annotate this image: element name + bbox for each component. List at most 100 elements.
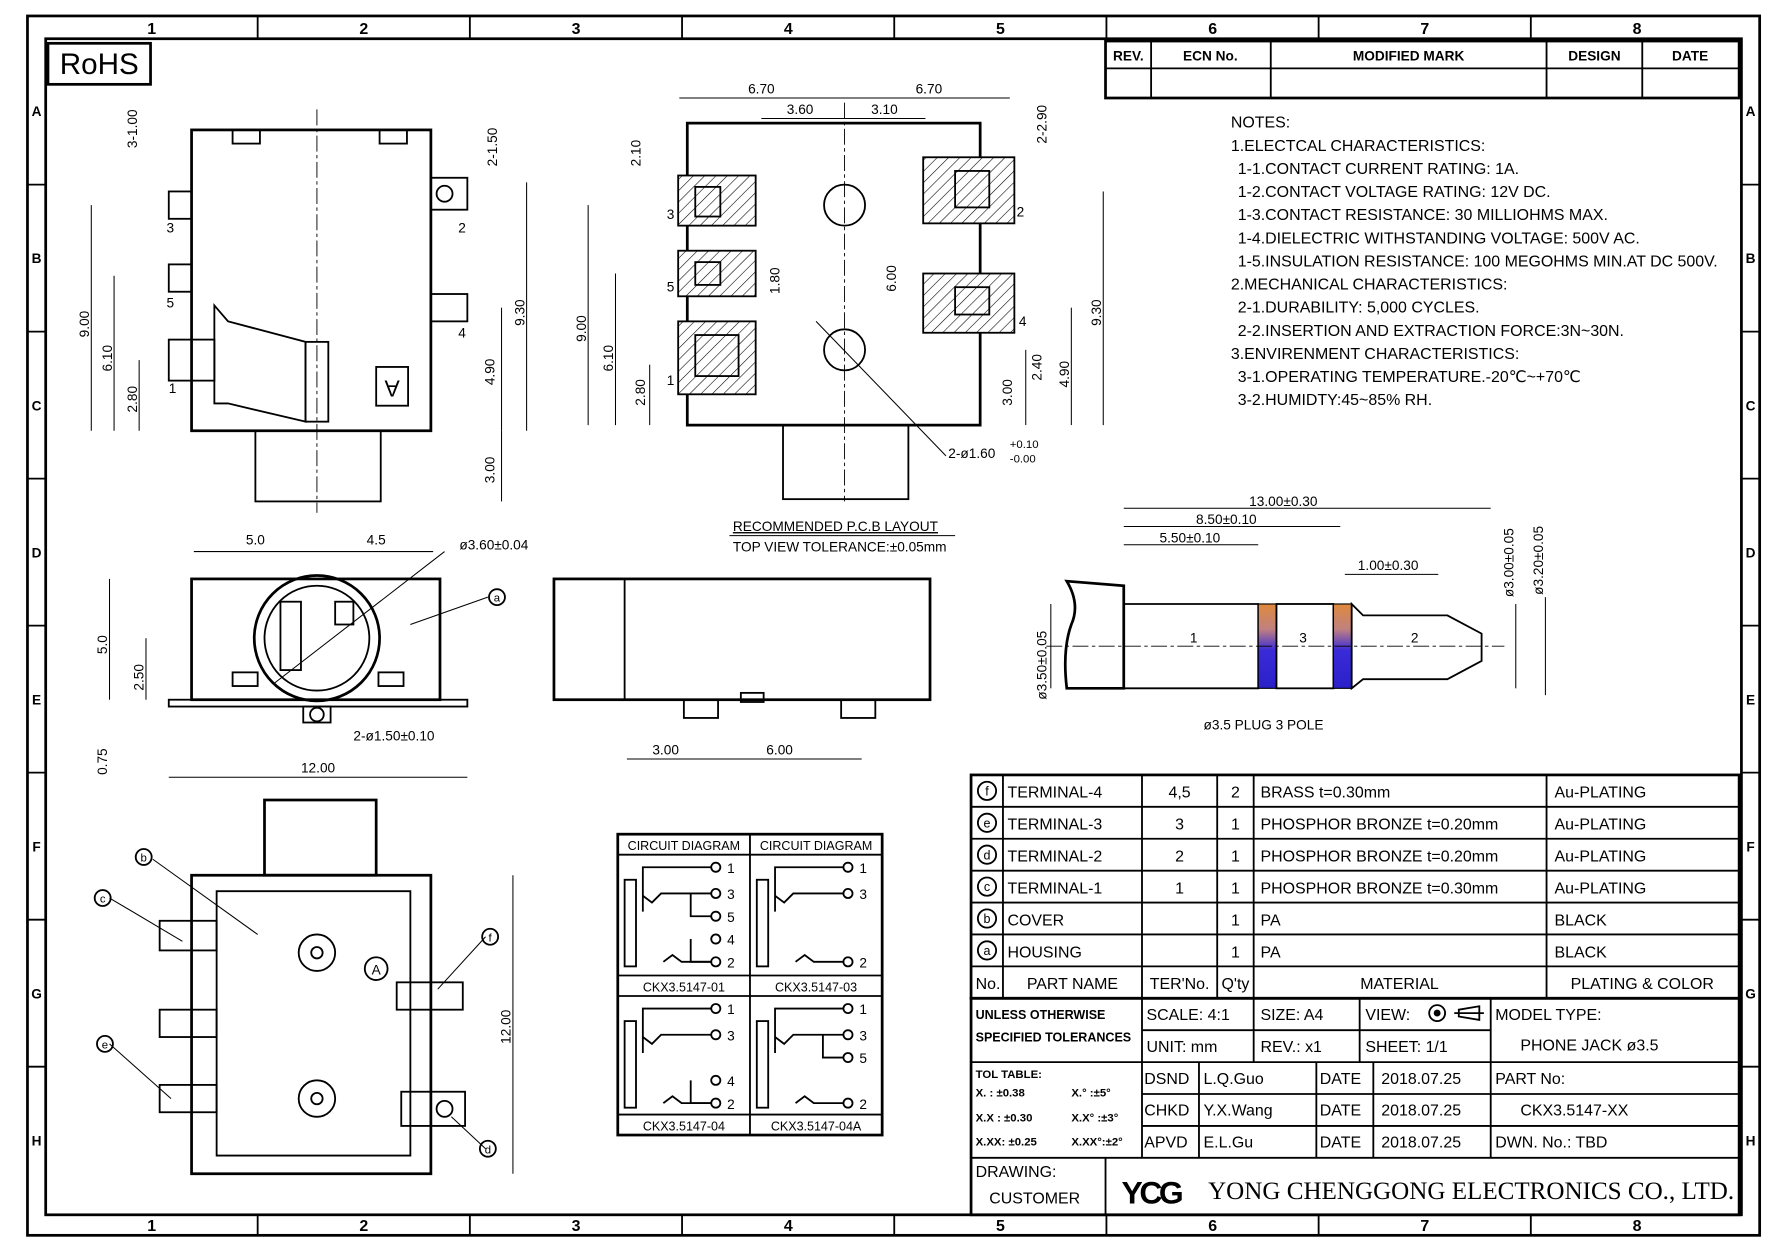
grid-column-label: 8 — [1633, 1218, 1642, 1235]
note-line: 2.MECHANICAL CHARACTERISTICS: — [1231, 277, 1508, 294]
svg-text:ø3.20±0.05: ø3.20±0.05 — [1531, 525, 1546, 594]
circuit-diagram: 132 — [755, 861, 867, 971]
svg-text:E.L.Gu: E.L.Gu — [1204, 1135, 1254, 1152]
drawing-number: DWN. No.: TBD — [1495, 1135, 1607, 1152]
part-callout-letter: b — [141, 853, 147, 865]
part-callout-circle — [976, 876, 998, 897]
note-line: 2-1.DURABILITY: 5,000 CYCLES. — [1238, 300, 1480, 317]
grid-column-label: 6 — [1208, 21, 1217, 38]
rev-header: REV. — [1113, 48, 1144, 63]
part-callout-circle — [976, 812, 998, 833]
svg-text:X. : ±0.38: X. : ±0.38 — [976, 1087, 1025, 1099]
third-angle-projection-icon — [1428, 1004, 1484, 1022]
rohs-logo: RoHS — [46, 41, 152, 86]
svg-text:DRAWING:: DRAWING: — [976, 1164, 1057, 1181]
svg-text:BLACK: BLACK — [1555, 944, 1608, 961]
note-line: 2-2.INSERTION AND EXTRACTION FORCE:3N~30… — [1238, 323, 1624, 340]
svg-text:3-1.00: 3-1.00 — [125, 109, 140, 148]
svg-text:4: 4 — [727, 1074, 735, 1089]
svg-text:0.75: 0.75 — [95, 748, 110, 775]
svg-text:2-2.90: 2-2.90 — [1034, 104, 1049, 143]
svg-text:ø3.00±0.05: ø3.00±0.05 — [1502, 528, 1517, 597]
company-name: YONG CHENGGONG ELECTRONICS CO., LTD. — [1208, 1178, 1734, 1205]
tolerance-label: UNLESS OTHERWISE — [976, 1008, 1106, 1022]
svg-text:5.0: 5.0 — [246, 533, 265, 548]
svg-text:CIRCUIT DIAGRAM: CIRCUIT DIAGRAM — [760, 839, 872, 853]
note-line: 1.ELECTCAL CHARACTERISTICS: — [1231, 138, 1485, 155]
svg-text:Au-PLATING: Au-PLATING — [1555, 880, 1647, 897]
svg-text:2.10: 2.10 — [629, 139, 644, 166]
model-type: PHONE JACK ø3.5 — [1520, 1038, 1658, 1055]
part-callout-circle — [976, 844, 998, 865]
svg-text:PA: PA — [1261, 912, 1281, 929]
grid-row-label: D — [1746, 545, 1756, 560]
title-block: UNLESS OTHERWISE SPECIFIED TOLERANCES SC… — [969, 996, 1741, 1217]
svg-text:PA: PA — [1261, 944, 1281, 961]
svg-text:-0.00: -0.00 — [1010, 454, 1036, 466]
bom-header: PART NAME — [1027, 976, 1118, 993]
modified-mark-header: MODIFIED MARK — [1353, 48, 1465, 63]
svg-text:9.30: 9.30 — [1089, 299, 1104, 326]
svg-text:X.° :±5°: X.° :±5° — [1071, 1087, 1111, 1099]
svg-text:6.10: 6.10 — [601, 345, 616, 372]
svg-text:c: c — [984, 880, 990, 894]
svg-text:Au-PLATING: Au-PLATING — [1555, 785, 1647, 802]
part-callout-circle — [976, 940, 998, 961]
svg-text:6.70: 6.70 — [916, 81, 943, 96]
svg-text:ø3.50±0.05: ø3.50±0.05 — [1034, 630, 1049, 699]
grid-row-label: H — [32, 1133, 42, 1148]
svg-text:4: 4 — [1019, 314, 1027, 329]
svg-text:1: 1 — [1190, 631, 1198, 646]
note-line: NOTES: — [1231, 115, 1290, 132]
svg-text:9.00: 9.00 — [77, 310, 92, 337]
svg-text:CKX3.5147-01: CKX3.5147-01 — [643, 980, 725, 994]
svg-text:MODEL TYPE:: MODEL TYPE: — [1495, 1007, 1601, 1024]
svg-text:1: 1 — [1231, 880, 1240, 897]
grid-row-label: D — [32, 545, 42, 560]
circuit-diagram-table: CIRCUIT DIAGRAM CIRCUIT DIAGRAM CKX3.514… — [616, 832, 884, 1137]
svg-text:2.80: 2.80 — [633, 379, 648, 406]
svg-text:6.70: 6.70 — [748, 81, 775, 96]
svg-text:2.40: 2.40 — [1030, 354, 1045, 381]
grid-column-label: 7 — [1420, 1218, 1429, 1235]
unit: UNIT: mm — [1147, 1039, 1218, 1056]
svg-text:1: 1 — [727, 1002, 735, 1017]
part-callout-circle — [134, 848, 153, 866]
svg-text:2-ø1.50±0.10: 2-ø1.50±0.10 — [353, 729, 435, 744]
svg-text:DATE: DATE — [1320, 1103, 1361, 1120]
note-line: 1-5.INSULATION RESISTANCE: 100 MEGOHMS M… — [1238, 253, 1718, 270]
svg-text:TERMINAL-1: TERMINAL-1 — [1008, 880, 1103, 897]
svg-text:b: b — [984, 912, 991, 926]
svg-text:2: 2 — [1411, 631, 1419, 646]
svg-text:4,5: 4,5 — [1169, 785, 1191, 802]
svg-text:CKX3.5147-04: CKX3.5147-04 — [643, 1119, 725, 1133]
svg-text:A: A — [372, 962, 382, 977]
svg-text:X.XX°:±2°: X.XX°:±2° — [1071, 1136, 1123, 1148]
bom-header: Q'ty — [1222, 976, 1250, 993]
side-view-jack: 3.00 6.00 — [552, 577, 932, 760]
grid-row-label: A — [32, 104, 42, 119]
svg-text:1: 1 — [1231, 817, 1240, 834]
svg-text:+0.10: +0.10 — [1010, 439, 1039, 451]
svg-text:X.X : ±0.30: X.X : ±0.30 — [976, 1112, 1033, 1124]
sheet: SHEET: 1/1 — [1365, 1039, 1448, 1056]
svg-text:1: 1 — [1175, 880, 1184, 897]
part-callout-letter: e — [102, 1039, 108, 1051]
svg-text:2: 2 — [1017, 205, 1025, 220]
bom-header: TER'No. — [1150, 976, 1210, 993]
svg-text:2018.07.25: 2018.07.25 — [1381, 1103, 1461, 1120]
svg-text:X.XX: ±0.25: X.XX: ±0.25 — [976, 1136, 1038, 1148]
grid-row-label: F — [32, 839, 40, 854]
svg-text:5: 5 — [667, 280, 675, 295]
svg-text:1: 1 — [727, 861, 735, 876]
grid-column-label: 2 — [359, 21, 368, 38]
svg-text:3.00: 3.00 — [483, 456, 498, 483]
svg-text:1: 1 — [1231, 849, 1240, 866]
svg-text:3: 3 — [166, 220, 174, 235]
grid-row-label: C — [1746, 398, 1756, 413]
